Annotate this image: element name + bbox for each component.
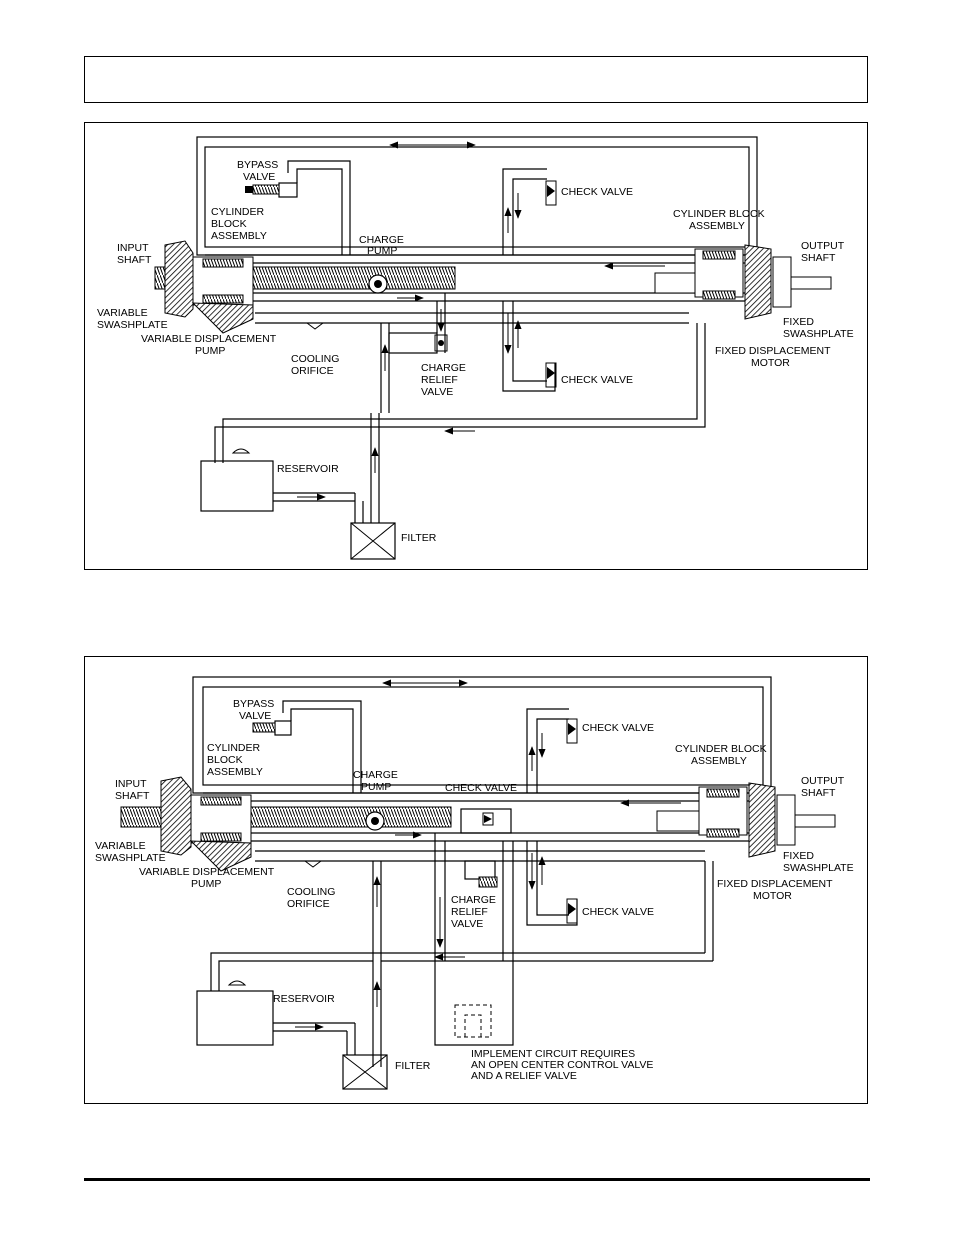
fig1-label-input: INPUT bbox=[117, 242, 149, 254]
fig1-label-block: BLOCK bbox=[211, 218, 247, 230]
fig2-label-cooling: COOLING bbox=[287, 886, 335, 898]
figure-2-hydrostatic-circuit-implement: BYPASS VALVE CYLINDER BLOCK ASSEMBLY INP… bbox=[84, 656, 868, 1104]
fig1-fixed-swashplate bbox=[744, 244, 772, 320]
fig2-bypass-valve bbox=[252, 722, 276, 733]
fig1-label-charge-2: CHARGE bbox=[421, 362, 466, 374]
fig1-label-motor-cylinder-block: CYLINDER BLOCK bbox=[673, 208, 765, 220]
fig2-label-relief: RELIEF bbox=[451, 906, 488, 918]
fig2-mid-check-valve bbox=[482, 812, 494, 826]
fig2-label-check-valve-top: CHECK VALVE bbox=[582, 722, 654, 734]
fig2-label-cylinder: CYLINDER bbox=[207, 742, 261, 754]
fig1-label-check-valve-top: CHECK VALVE bbox=[561, 186, 633, 198]
fig1-label-pump: PUMP bbox=[367, 245, 397, 257]
fig2-label-input: INPUT bbox=[115, 778, 147, 790]
fig2-label-shaft: SHAFT bbox=[115, 790, 150, 802]
fig1-label-charge: CHARGE bbox=[359, 234, 404, 246]
fig1-label-relief: RELIEF bbox=[421, 374, 458, 386]
fig1-label-variable: VARIABLE bbox=[97, 307, 148, 319]
fig2-label-fixed: FIXED bbox=[783, 850, 814, 862]
fig1-label-shaft: SHAFT bbox=[117, 254, 152, 266]
fig1-check-valve-bottom bbox=[545, 362, 557, 388]
fig1-label-check-valve-bottom: CHECK VALVE bbox=[561, 374, 633, 386]
fig2-label-motor-assembly: ASSEMBLY bbox=[691, 755, 747, 767]
fig2-label-block: BLOCK bbox=[207, 754, 243, 766]
fig2-return-lines bbox=[196, 861, 714, 1090]
fig1-bypass-valve bbox=[245, 184, 280, 195]
fig1-label-motor: MOTOR bbox=[751, 357, 790, 369]
fig1-label-fixed-displacement: FIXED DISPLACEMENT bbox=[715, 345, 831, 357]
fig2-label-output: OUTPUT bbox=[801, 775, 845, 787]
fig2-label-implement-2: AN OPEN CENTER CONTROL VALVE bbox=[471, 1059, 653, 1071]
fig2-label-check-valve-mid: CHECK VALVE bbox=[445, 782, 517, 794]
fig2-label-swashplate: SWASHPLATE bbox=[95, 852, 166, 864]
footer-rule bbox=[84, 1178, 870, 1181]
fig1-outer-loop bbox=[196, 136, 758, 256]
fig2-label-filter: FILTER bbox=[395, 1060, 431, 1072]
fig2-label-motor: MOTOR bbox=[753, 890, 792, 902]
fig1-label-filter: FILTER bbox=[401, 532, 437, 544]
fig2-reservoir-cap bbox=[227, 980, 247, 986]
fig1-label-valve: VALVE bbox=[243, 171, 275, 183]
fig2-label-variable-displacement: VARIABLE DISPLACEMENT bbox=[139, 866, 275, 878]
fig1-label-motor-assembly: ASSEMBLY bbox=[689, 220, 745, 232]
fig1-label-fixed-swashplate: SWASHPLATE bbox=[783, 328, 854, 340]
fig2-implement-lines bbox=[372, 808, 713, 1067]
fig2-label-fixed-swashplate: SWASHPLATE bbox=[783, 862, 854, 874]
fig2-label-bypass: BYPASS bbox=[233, 698, 274, 710]
fig2-label-charge-2: CHARGE bbox=[451, 894, 496, 906]
fig1-label-valve-2: VALVE bbox=[421, 386, 453, 398]
fig2-fixed-swashplate bbox=[748, 782, 776, 858]
figure-1-diagram: BYPASS VALVE CYLINDER BLOCK ASSEMBLY INP… bbox=[97, 136, 854, 560]
fig1-reservoir-cap bbox=[231, 448, 251, 454]
fig1-return-lines bbox=[200, 323, 706, 560]
fig1-label-pump-2: PUMP bbox=[195, 345, 225, 357]
fig2-label-pump-2: PUMP bbox=[191, 878, 221, 890]
fig1-check-valve-top bbox=[545, 180, 557, 206]
fig1-label-orifice: ORIFICE bbox=[291, 365, 334, 377]
fig2-label-reservoir: RESERVOIR bbox=[273, 993, 335, 1005]
fig1-charge-relief-valve bbox=[434, 334, 448, 352]
fig2-label-fixed-displacement: FIXED DISPLACEMENT bbox=[717, 878, 833, 890]
fig1-label-assembly: ASSEMBLY bbox=[211, 230, 267, 242]
fig2-check-valve-bottom bbox=[566, 898, 578, 924]
fig2-cooling-orifice bbox=[304, 860, 322, 868]
figure-1-hydrostatic-circuit: BYPASS VALVE CYLINDER BLOCK ASSEMBLY INP… bbox=[84, 122, 868, 570]
fig2-label-charge: CHARGE bbox=[353, 769, 398, 781]
fig2-check-valve-top bbox=[566, 718, 578, 744]
fig2-label-implement-1: IMPLEMENT CIRCUIT REQUIRES bbox=[471, 1048, 635, 1060]
fig2-filter-element bbox=[342, 1054, 388, 1090]
fig1-cooling-orifice bbox=[306, 322, 324, 330]
fig2-check-loops bbox=[526, 708, 578, 926]
fig1-filter-element bbox=[350, 522, 396, 560]
fig2-implement-control-valve bbox=[454, 1004, 492, 1038]
fig1-label-output: OUTPUT bbox=[801, 240, 845, 252]
fig2-label-valve-2: VALVE bbox=[451, 918, 483, 930]
fig1-label-swashplate: SWASHPLATE bbox=[97, 319, 168, 331]
fig2-label-output-shaft: SHAFT bbox=[801, 787, 836, 799]
fig2-label-variable: VARIABLE bbox=[95, 840, 146, 852]
fig1-bypass-loop bbox=[278, 160, 351, 255]
fig2-variable-swashplate bbox=[160, 776, 192, 856]
fig2-bypass-loop bbox=[274, 700, 362, 793]
fig2-label-valve: VALVE bbox=[239, 710, 271, 722]
fig1-label-variable-displacement: VARIABLE DISPLACEMENT bbox=[141, 333, 277, 345]
fig1-variable-swashplate bbox=[164, 240, 194, 318]
fig2-label-check-valve-bottom: CHECK VALVE bbox=[582, 906, 654, 918]
fig2-label-orifice: ORIFICE bbox=[287, 898, 330, 910]
fig2-label-motor-cylinder-block: CYLINDER BLOCK bbox=[675, 743, 767, 755]
figure-2-diagram: BYPASS VALVE CYLINDER BLOCK ASSEMBLY INP… bbox=[95, 676, 854, 1090]
fig2-charge-relief-valve bbox=[478, 876, 498, 888]
fig1-label-fixed: FIXED bbox=[783, 316, 814, 328]
fig1-label-reservoir: RESERVOIR bbox=[277, 463, 339, 475]
fig1-label-cylinder: CYLINDER bbox=[211, 206, 265, 218]
fig1-check-loops bbox=[502, 168, 556, 392]
fig2-label-pump: PUMP bbox=[361, 781, 391, 793]
fig2-label-assembly: ASSEMBLY bbox=[207, 766, 263, 778]
fig1-label-bypass: BYPASS bbox=[237, 159, 278, 171]
fig1-charge-relief-lines bbox=[380, 293, 446, 413]
header-box bbox=[84, 56, 868, 103]
fig1-label-cooling: COOLING bbox=[291, 353, 339, 365]
fig1-label-output-shaft: SHAFT bbox=[801, 252, 836, 264]
fig2-label-implement-3: AND A RELIEF VALVE bbox=[471, 1070, 577, 1082]
